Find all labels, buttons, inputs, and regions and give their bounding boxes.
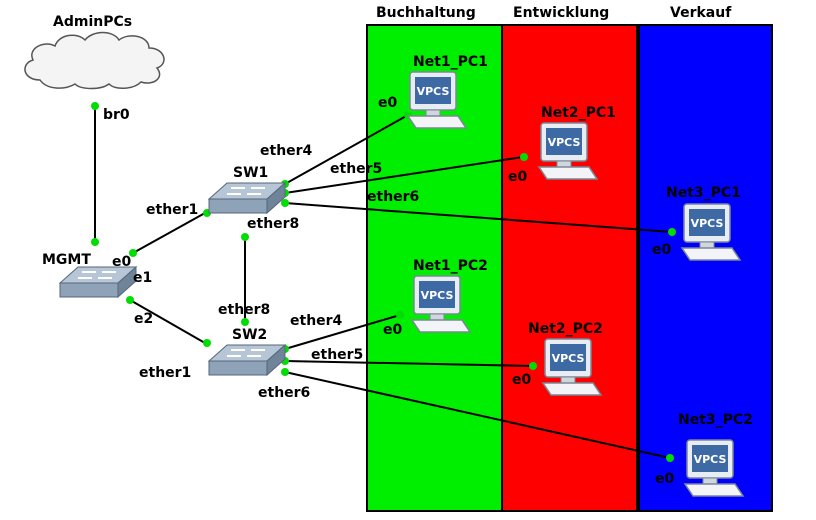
port-dot-mgmt-e0 (91, 238, 99, 246)
link-sw2-net3pc2 (284, 371, 671, 459)
port-dot-mgmt-e1 (129, 249, 137, 257)
mgmt-port-e1: e1 (133, 270, 153, 286)
zone-entwicklung (501, 24, 638, 512)
port-dot-net3pc1 (668, 228, 676, 236)
zone-verkauf (638, 24, 773, 512)
link-sw2-net1pc2 (284, 314, 401, 350)
sw1-port-ether1: ether1 (146, 202, 199, 218)
net2-pc2-port-e0: e0 (512, 372, 532, 388)
port-dot-net2pc2 (529, 362, 537, 370)
link-mgmt-sw1 (132, 212, 206, 254)
pc-screen-label: VPCS (421, 289, 454, 302)
link-sw1-net3pc1 (284, 202, 673, 233)
sw2-port-ether1: ether1 (139, 365, 192, 381)
net1-pc2-port-e0: e0 (383, 322, 403, 338)
sw2-switch-icon[interactable] (207, 343, 287, 379)
port-dot-mgmt-e2 (126, 296, 134, 304)
net2-pc2-name: Net2_PC2 (528, 321, 603, 337)
zone-title-verkauf: Verkauf (670, 5, 732, 21)
mgmt-name: MGMT (42, 252, 91, 268)
link-mgmt-sw2 (129, 299, 206, 344)
cloud-port-br0: br0 (103, 107, 130, 123)
sw2-port-ether6: ether6 (258, 385, 311, 401)
net3-pc1-name: Net3_PC1 (666, 185, 741, 201)
net2-pc2-computer-icon[interactable]: VPCS (541, 337, 603, 399)
net2-pc1-port-e0: e0 (508, 169, 528, 185)
net1-pc1-name: Net1_PC1 (413, 54, 488, 70)
pc-screen-label: VPCS (417, 85, 450, 98)
sw2-port-ether5: ether5 (311, 347, 364, 363)
port-dot-sw1-ether8 (241, 233, 249, 241)
net1-pc1-port-e0: e0 (378, 95, 398, 111)
net3-pc2-name: Net3_PC2 (678, 412, 753, 428)
port-dot-sw2-ether1 (203, 339, 211, 347)
mgmt-switch-icon[interactable] (58, 265, 138, 301)
cloud-icon[interactable] (15, 28, 175, 92)
sw1-port-ether8: ether8 (247, 216, 300, 232)
zone-title-entwicklung: Entwicklung (513, 5, 610, 21)
link-sw1-net2pc1 (284, 156, 524, 194)
port-dot-br0 (91, 102, 99, 110)
port-dot-net2pc1 (520, 153, 528, 161)
sw2-name: SW2 (232, 327, 268, 343)
pc-screen-label: VPCS (548, 136, 581, 149)
mgmt-port-e2: e2 (134, 311, 154, 327)
net2-pc1-name: Net2_PC1 (541, 105, 616, 121)
net2-pc1-computer-icon[interactable]: VPCS (537, 121, 599, 183)
sw1-port-ether5: ether5 (330, 161, 383, 177)
cloud-name: AdminPCs (53, 14, 133, 30)
mgmt-port-e0: e0 (112, 254, 132, 270)
port-dot-sw1-ether6 (281, 199, 289, 207)
sw1-port-ether4: ether4 (260, 143, 313, 159)
net3-pc2-port-e0: e0 (655, 471, 675, 487)
pc-screen-label: VPCS (552, 352, 585, 365)
sw2-port-ether4: ether4 (290, 313, 343, 329)
port-dot-net3pc2 (666, 454, 674, 462)
sw1-port-ether6: ether6 (367, 189, 420, 205)
sw1-name: SW1 (233, 165, 269, 181)
net1-pc2-computer-icon[interactable]: VPCS (410, 274, 472, 336)
net1-pc1-computer-icon[interactable]: VPCS (406, 70, 468, 132)
net3-pc1-computer-icon[interactable]: VPCS (680, 202, 742, 264)
sw2-port-ether8: ether8 (218, 302, 271, 318)
pc-screen-label: VPCS (694, 453, 727, 466)
port-dot-sw2-ether6 (281, 368, 289, 376)
net1-pc2-name: Net1_PC2 (413, 258, 488, 274)
port-dot-sw2-ether8 (241, 318, 249, 326)
port-dot-net1pc2 (396, 311, 404, 319)
pc-screen-label: VPCS (691, 217, 724, 230)
net3-pc1-port-e0: e0 (652, 242, 672, 258)
zone-title-buchhaltung: Buchhaltung (376, 5, 476, 21)
sw1-switch-icon[interactable] (207, 181, 287, 217)
net3-pc2-computer-icon[interactable]: VPCS (683, 438, 745, 500)
link-sw2-net2pc2 (284, 360, 534, 367)
link-sw1-net1pc1 (284, 114, 409, 185)
